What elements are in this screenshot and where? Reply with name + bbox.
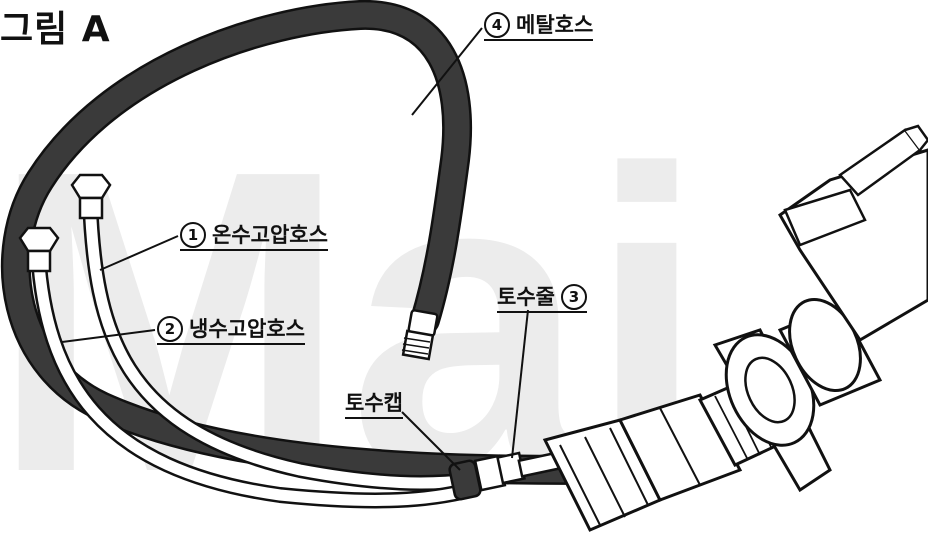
cold-water-hose [18, 226, 478, 509]
callout-number: 3 [560, 284, 587, 310]
faucet-shank [697, 297, 883, 493]
callout-label: 온수고압호스 [212, 223, 328, 247]
leader-hot-hose [99, 235, 179, 271]
leader-spout-tube [511, 309, 529, 459]
callout-label: 메탈호스 [516, 13, 594, 37]
callout-number: 2 [157, 316, 183, 342]
callout-number: 4 [484, 12, 510, 38]
hot-water-hose [70, 173, 478, 491]
callout-number: 1 [180, 222, 206, 248]
metal-hose-fitting [401, 309, 439, 361]
callout-spout-cap: 토수캡 [345, 390, 403, 419]
callout-label: 토수줄 [497, 285, 555, 309]
figure-title: 그림 A [0, 9, 111, 50]
leader-spout-cap [401, 411, 461, 471]
callout-label: 냉수고압호스 [189, 317, 305, 341]
leader-lines [61, 27, 529, 471]
faucet-body [778, 124, 928, 343]
leader-cold-hose [61, 329, 156, 343]
callout-label: 토수캡 [345, 391, 403, 415]
metal-hose [0, 0, 615, 485]
leader-metal-hose [411, 27, 483, 116]
